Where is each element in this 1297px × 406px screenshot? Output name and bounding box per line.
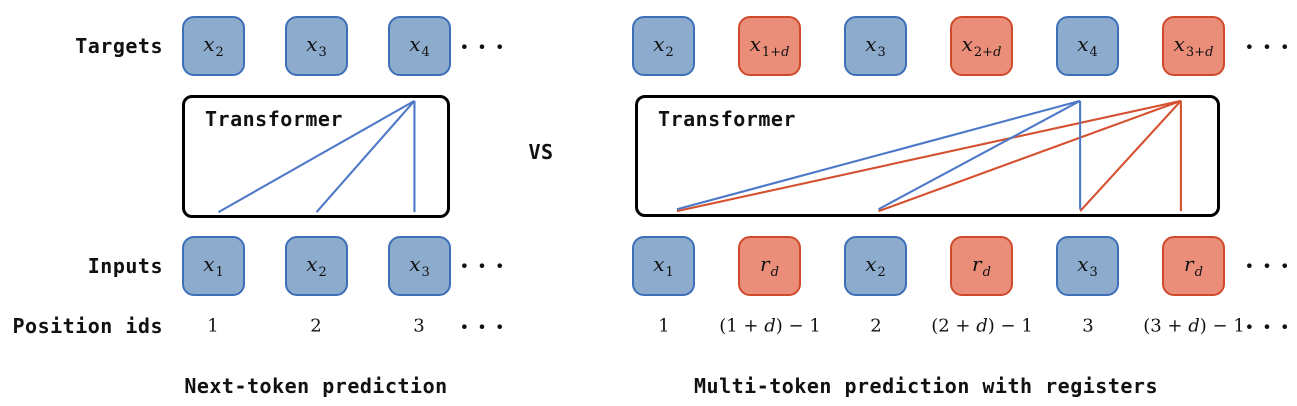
right-targets-ellipsis: ··· (1244, 32, 1297, 62)
left-target-box-1: x2 (182, 16, 245, 76)
left-position-id-3: 3 (413, 315, 425, 337)
right-input-box-1: x1 (632, 236, 695, 296)
right-position-id-6: (3 + d) − 1 (1143, 315, 1245, 337)
right-inputs-ellipsis: ··· (1244, 251, 1297, 281)
right-input-box-2: rd (738, 236, 801, 296)
token-label: x3 (306, 32, 327, 60)
right-target-box-2: x1+d (738, 16, 801, 76)
right-input-box-6: rd (1162, 236, 1225, 296)
left-position-id-2: 2 (310, 315, 322, 337)
right-transformer-box: Transformer (635, 95, 1220, 217)
token-label: x1+d (749, 32, 790, 60)
right-transformer-label: Transformer (658, 107, 796, 131)
right-target-box-4: x2+d (950, 16, 1013, 76)
token-label: x2+d (961, 32, 1002, 60)
left-attention-lines (217, 99, 416, 214)
vs-label: VS (528, 140, 554, 164)
token-label: x4 (409, 32, 430, 60)
right-position-id-5: 3 (1082, 315, 1094, 337)
right-input-box-5: x3 (1056, 236, 1119, 296)
token-label: x3 (865, 32, 886, 60)
right-input-box-3: x2 (844, 236, 907, 296)
right-caption: Multi-token prediction with registers (693, 374, 1159, 398)
right-position-id-3: 2 (870, 315, 882, 337)
right-target-box-5: x4 (1056, 16, 1119, 76)
left-target-box-3: x4 (388, 16, 451, 76)
left-position-ids-ellipsis: ··· (459, 312, 514, 342)
left-target-box-2: x3 (285, 16, 348, 76)
token-label: x2 (203, 32, 224, 60)
left-inputs-ellipsis: ··· (459, 251, 514, 281)
left-transformer-label: Transformer (205, 107, 343, 131)
left-targets-ellipsis: ··· (459, 32, 514, 62)
left-input-box-2: x2 (285, 236, 348, 296)
left-input-box-3: x3 (388, 236, 451, 296)
token-label: x3 (409, 252, 430, 280)
token-label: x2 (865, 252, 886, 280)
targets-row-label: Targets (75, 34, 163, 58)
inputs-row-label: Inputs (87, 254, 163, 278)
right-target-box-1: x2 (632, 16, 695, 76)
right-position-id-2: (1 + d) − 1 (719, 315, 821, 337)
token-label: x1 (203, 252, 224, 280)
left-position-id-1: 1 (207, 315, 219, 337)
position-ids-row-label: Position ids (12, 314, 163, 338)
token-label: x2 (653, 32, 674, 60)
token-label: rd (1184, 252, 1203, 280)
token-label: x1 (653, 252, 674, 280)
token-label: x3 (1077, 252, 1098, 280)
right-input-box-4: rd (950, 236, 1013, 296)
right-position-id-1: 1 (658, 315, 670, 337)
token-label: rd (972, 252, 991, 280)
left-input-box-1: x1 (182, 236, 245, 296)
right-position-id-4: (2 + d) − 1 (931, 315, 1033, 337)
right-attention-lines (676, 99, 1182, 213)
token-label: rd (760, 252, 779, 280)
left-transformer-box: Transformer (182, 95, 450, 218)
token-label: x4 (1077, 32, 1098, 60)
token-label: x2 (306, 252, 327, 280)
right-target-box-6: x3+d (1162, 16, 1225, 76)
token-label: x3+d (1173, 32, 1214, 60)
left-caption: Next-token prediction (184, 374, 448, 398)
right-target-box-3: x3 (844, 16, 907, 76)
right-position-ids-ellipsis: ··· (1244, 312, 1297, 342)
